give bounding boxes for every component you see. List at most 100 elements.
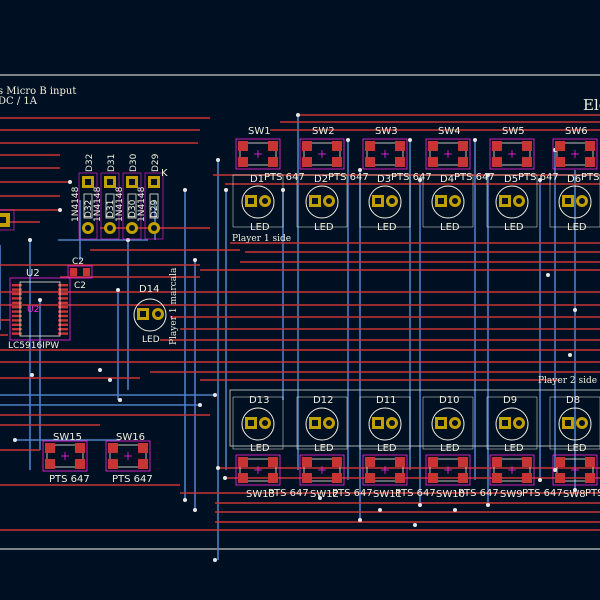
player2-side-frame (229, 389, 600, 447)
pts-label: PTS 647 (332, 488, 373, 499)
c2-label-top: C2 (72, 257, 84, 267)
vias (13, 113, 577, 562)
edge-connector (0, 209, 15, 231)
led-ref-label: D4 (440, 174, 454, 185)
pts-label: PTS 647 (112, 474, 153, 485)
switch-sw8: SW8PTS 647 (552, 454, 600, 500)
u2-chip: U2 U2 LC5916IPW (8, 268, 71, 351)
led-ref-label: D13 (249, 395, 269, 406)
power-note-1: s Micro B input (0, 86, 76, 97)
switch-label: SW1 (248, 126, 271, 137)
led-type-label: LED (504, 443, 524, 454)
top-switch-row: SW1 SW2 SW3 SW4 SW5 SW6 (235, 126, 598, 170)
switch-label: SW8 (563, 489, 586, 500)
pts-label: PTS 647 (585, 488, 600, 499)
switch-sw5: SW5 (489, 126, 535, 170)
led-type-label: LED (377, 222, 397, 233)
led-ref-label: D3 (377, 174, 391, 185)
diode-ref-inner-label: D32 (84, 200, 94, 218)
c2-capacitor: C2 C2 (67, 257, 93, 291)
diode-ref-inner-label: D30 (128, 199, 138, 218)
led-type-label: LED (250, 443, 270, 454)
led-ref-label: D8 (566, 395, 580, 406)
led-ref-label: D1 (250, 174, 264, 185)
switch-label: SW12 (310, 489, 339, 500)
switch-sw3: SW3 (362, 126, 408, 170)
led-type-label: LED (314, 443, 334, 454)
led-ref-label: D6 (567, 174, 581, 185)
pts-label: PTS 647 (454, 172, 495, 183)
switch-label: SW11 (373, 489, 402, 500)
switch-label: SW16 (116, 432, 145, 443)
pts-label: PTS 647 (268, 488, 309, 499)
led-type-label: LED (567, 222, 587, 233)
switch-label: SW15 (53, 432, 82, 443)
player1-marker-label: Player 1 marcala (169, 267, 179, 345)
diode-ref-label: D30 (129, 153, 139, 172)
switch-label: SW2 (312, 126, 335, 137)
pts-label: PTS 647 (395, 488, 436, 499)
pts-label: PTS 647 (518, 172, 559, 183)
led-ref-label: D9 (503, 395, 517, 406)
led-type-label: LED (567, 443, 587, 454)
switch-sw6: SW6 (552, 126, 598, 170)
led-type-label: LED (440, 222, 460, 233)
switch-label: SW6 (565, 126, 588, 137)
diode-ref-label: D29 (151, 153, 161, 172)
switch-label: SW9 (500, 489, 523, 500)
pts-label: PTS 647 (264, 172, 305, 183)
diode-ref-label: D31 (107, 154, 117, 172)
d14-led: D14 LED Player 1 marcala (133, 267, 179, 345)
led-type-label: LED (440, 443, 460, 454)
diode-ref-inner-label: D31 (106, 200, 116, 218)
led-ref-label: D12 (313, 395, 333, 406)
led-type-label: LED (377, 443, 397, 454)
led-ref-label: D2 (314, 174, 328, 185)
pts-label: PTS 647 (458, 488, 499, 499)
diode-ref-label: D32 (85, 154, 95, 172)
pts-label: PTS 647 (522, 488, 563, 499)
switch-label: SW4 (438, 126, 461, 137)
pts-label: PTS 647 (581, 172, 600, 183)
d14-led-label: LED (142, 335, 160, 345)
led-type-label: LED (314, 222, 334, 233)
d14-label: D14 (139, 284, 159, 295)
switch-label: SW10 (436, 489, 465, 500)
led-ref-label: D5 (504, 174, 518, 185)
led-ref-label: D10 (439, 395, 459, 406)
diode-ref-inner-label: D29 (150, 199, 160, 218)
switch-label: SW3 (375, 126, 398, 137)
player1-side-label: Player 1 side (232, 234, 291, 244)
diode-part-label: 1N4148 (115, 186, 125, 222)
switch-sw1: SW1 (235, 126, 281, 170)
switch-sw2: SW2 (299, 126, 345, 170)
board-title: Ele (583, 96, 600, 114)
switch-sw4: SW4 (425, 126, 471, 170)
